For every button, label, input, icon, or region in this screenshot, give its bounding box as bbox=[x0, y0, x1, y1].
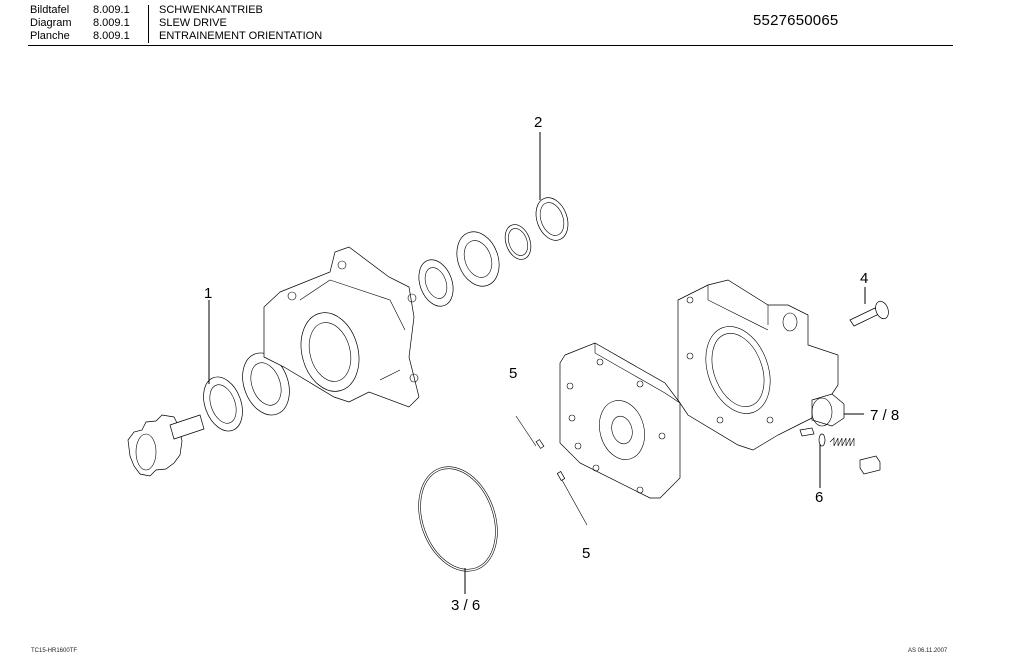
seal-ring-6 bbox=[818, 433, 826, 447]
spring bbox=[829, 437, 855, 447]
pin-upper bbox=[515, 415, 545, 449]
callout-3-6: 3 / 6 bbox=[451, 597, 480, 614]
header-label: Diagram bbox=[30, 17, 72, 29]
header-title: ENTRAINEMENT ORIENTATION bbox=[159, 30, 323, 42]
leader-lines bbox=[208, 132, 866, 594]
pinion-gear bbox=[127, 414, 205, 477]
plug-7-8 bbox=[811, 393, 845, 427]
header-title: SLEW DRIVE bbox=[159, 17, 227, 29]
header-number: 8.009.1 bbox=[93, 17, 130, 29]
header-label: Planche bbox=[30, 30, 70, 42]
housing-flange bbox=[263, 246, 420, 408]
header-number: 8.009.1 bbox=[93, 30, 130, 42]
bearing-ring-left bbox=[242, 352, 290, 416]
header-title: SCHWENKANTRIEB bbox=[159, 4, 263, 16]
part-number: 5527650065 bbox=[753, 12, 839, 29]
cover-plate bbox=[559, 342, 681, 499]
bearing-ring-right bbox=[456, 231, 500, 287]
callout-4: 4 bbox=[860, 270, 868, 287]
seal-ring bbox=[418, 259, 454, 307]
pin-lower bbox=[556, 471, 588, 526]
end-screw bbox=[859, 455, 881, 475]
valve-housing bbox=[677, 279, 839, 451]
header-rule bbox=[28, 45, 953, 46]
header-separator bbox=[148, 5, 149, 43]
callout-6: 6 bbox=[815, 489, 823, 506]
callout-5-lower: 5 bbox=[582, 545, 590, 562]
snap-ring bbox=[504, 224, 532, 260]
callout-2: 2 bbox=[534, 114, 542, 131]
footer-model-code: TC15-HR1600TF bbox=[31, 648, 78, 654]
header-number: 8.009.1 bbox=[93, 4, 130, 16]
o-ring bbox=[418, 466, 498, 572]
callout-7-8: 7 / 8 bbox=[870, 407, 899, 424]
callout-1: 1 bbox=[204, 285, 212, 302]
header-label: Bildtafel bbox=[30, 4, 70, 16]
drawing-header: Bildtafel 8.009.1 SCHWENKANTRIEB Diagram… bbox=[0, 0, 1019, 48]
washer-1 bbox=[203, 376, 243, 432]
footer-date: AS 06.11.2007 bbox=[908, 648, 948, 654]
small-bolt bbox=[799, 427, 815, 437]
screw-4 bbox=[849, 300, 889, 327]
callout-5-upper: 5 bbox=[509, 365, 517, 382]
washer-2 bbox=[535, 197, 569, 241]
